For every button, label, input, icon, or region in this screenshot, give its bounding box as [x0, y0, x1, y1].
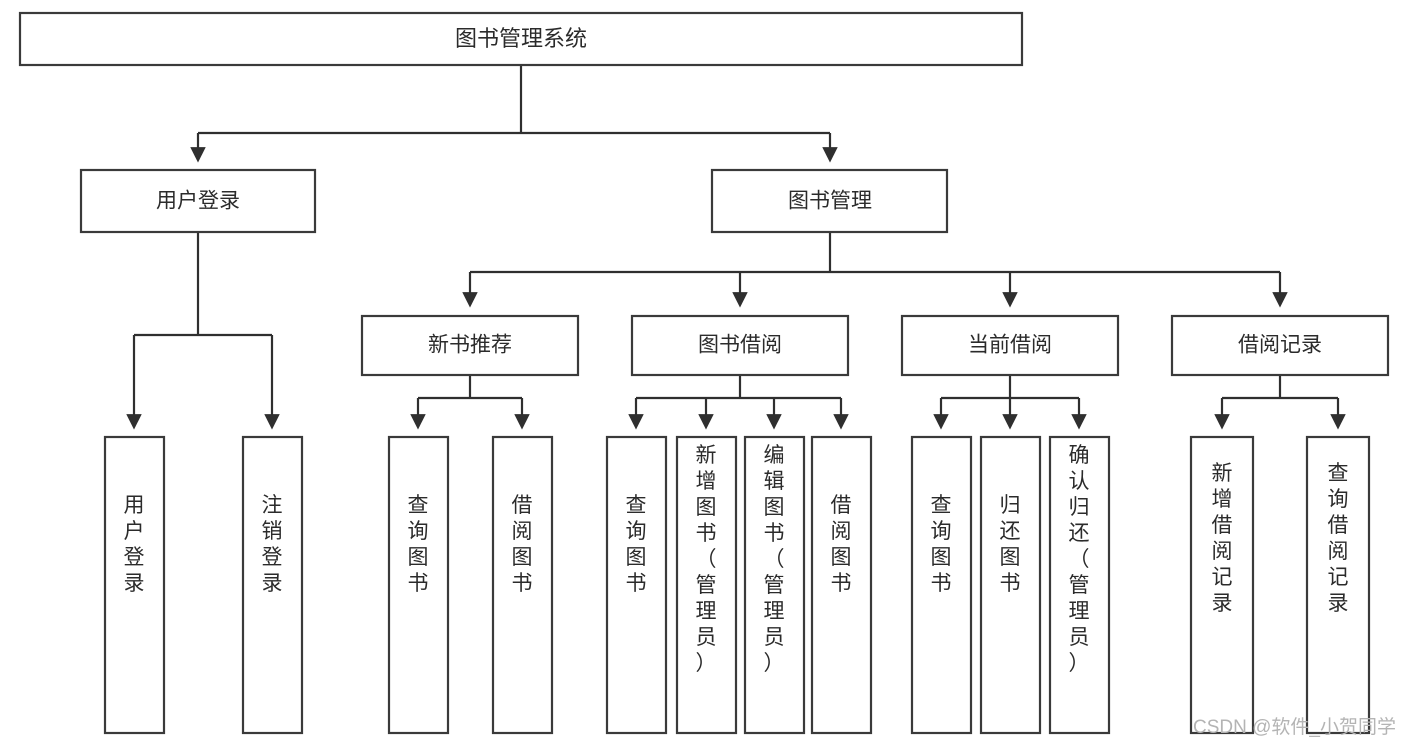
node-leaf-return-book-label: 归还图书 — [1000, 494, 1021, 595]
watermark-text: CSDN @软件_小贺同学 — [1193, 716, 1396, 738]
node-root-box[interactable] — [18, 11, 1024, 67]
node-leaf-confirm-return-box[interactable] — [1048, 435, 1111, 735]
node-leaf-query-book-2-box[interactable] — [605, 435, 668, 735]
node-leaf-confirm-return[interactable]: 确认归还（管理员） — [1048, 435, 1111, 735]
node-leaf-query-book-3-box[interactable] — [910, 435, 973, 735]
node-leaf-add-record-box[interactable] — [1189, 435, 1255, 735]
node-leaf-confirm-return-label: 确认归还（管理员） — [1069, 444, 1090, 675]
node-leaf-edit-book-box[interactable] — [743, 435, 806, 735]
node-leaf-borrow-book-1[interactable]: 借阅图书 — [491, 435, 554, 735]
node-leaf-borrow-book-1-label: 借阅图书 — [512, 494, 533, 595]
node-leaf-add-record[interactable]: 新增借阅记录 — [1189, 435, 1255, 735]
node-leaf-query-record[interactable]: 查询借阅记录 — [1305, 435, 1371, 735]
node-leaf-borrow-book-2[interactable]: 借阅图书 — [810, 435, 873, 735]
node-leaf-edit-book[interactable]: 编辑图书（管理员） — [743, 435, 806, 735]
node-book-manage[interactable]: 图书管理 — [710, 168, 949, 234]
node-new-book-recommend[interactable]: 新书推荐 — [360, 314, 580, 377]
node-leaf-add-book[interactable]: 新增图书（管理员） — [675, 435, 738, 735]
node-leaf-query-book-1-label: 查询图书 — [408, 494, 429, 595]
node-book-manage-label: 图书管理 — [788, 190, 872, 213]
node-borrow-record-box[interactable] — [1170, 314, 1390, 377]
node-leaf-user-login-box[interactable] — [103, 435, 166, 735]
node-leaf-query-book-1[interactable]: 查询图书 — [387, 435, 450, 735]
node-leaf-logout-login-box[interactable] — [241, 435, 304, 735]
node-current-borrow-box[interactable] — [900, 314, 1120, 377]
node-borrow-record[interactable]: 借阅记录 — [1170, 314, 1390, 377]
node-user-login-label: 用户登录 — [156, 190, 240, 213]
node-leaf-return-book[interactable]: 归还图书 — [979, 435, 1042, 735]
node-leaf-query-book-2-label: 查询图书 — [626, 494, 647, 595]
node-leaf-user-login[interactable]: 用户登录 — [103, 435, 166, 735]
node-leaf-edit-book-label: 编辑图书（管理员） — [764, 444, 785, 675]
node-leaf-query-record-label: 查询借阅记录 — [1328, 462, 1349, 615]
node-user-login[interactable]: 用户登录 — [79, 168, 317, 234]
node-leaf-logout-login-label: 注销登录 — [262, 494, 283, 595]
node-leaf-borrow-book-1-box[interactable] — [491, 435, 554, 735]
node-leaf-borrow-book-2-box[interactable] — [810, 435, 873, 735]
connector-lines — [126, 65, 1346, 430]
node-book-borrow-box[interactable] — [630, 314, 850, 377]
node-leaf-add-record-label: 新增借阅记录 — [1212, 462, 1233, 615]
node-root[interactable]: 图书管理系统 — [18, 11, 1024, 67]
node-book-borrow[interactable]: 图书借阅 — [630, 314, 850, 377]
node-borrow-record-label: 借阅记录 — [1238, 334, 1322, 357]
node-leaf-user-login-label: 用户登录 — [124, 494, 145, 595]
node-user-login-box[interactable] — [79, 168, 317, 234]
node-leaf-return-book-box[interactable] — [979, 435, 1042, 735]
node-leaf-query-book-3[interactable]: 查询图书 — [910, 435, 973, 735]
node-leaf-query-record-box[interactable] — [1305, 435, 1371, 735]
node-new-book-recommend-box[interactable] — [360, 314, 580, 377]
node-leaf-add-book-label: 新增图书（管理员） — [696, 444, 717, 675]
node-leaf-add-book-box[interactable] — [675, 435, 738, 735]
node-book-borrow-label: 图书借阅 — [698, 334, 782, 357]
node-leaf-query-book-1-box[interactable] — [387, 435, 450, 735]
node-new-book-recommend-label: 新书推荐 — [428, 334, 512, 357]
node-current-borrow[interactable]: 当前借阅 — [900, 314, 1120, 377]
node-current-borrow-label: 当前借阅 — [968, 334, 1052, 357]
node-leaf-query-book-3-label: 查询图书 — [931, 494, 952, 595]
node-leaf-logout-login[interactable]: 注销登录 — [241, 435, 304, 735]
node-root-label: 图书管理系统 — [455, 26, 587, 51]
node-leaf-query-book-2[interactable]: 查询图书 — [605, 435, 668, 735]
node-leaf-borrow-book-2-label: 借阅图书 — [831, 494, 852, 595]
node-book-manage-box[interactable] — [710, 168, 949, 234]
